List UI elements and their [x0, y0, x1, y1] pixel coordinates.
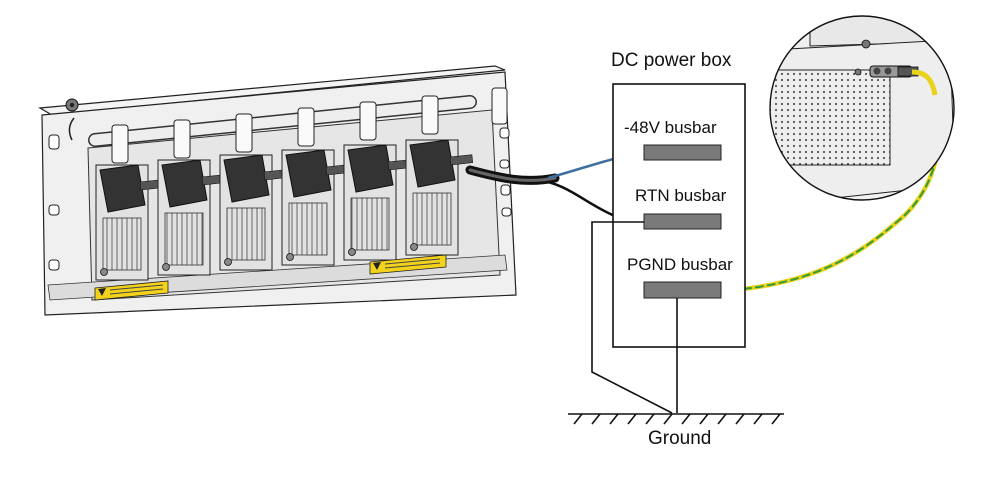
rtn-busbar: [643, 213, 722, 230]
dc-power-box-title: DC power box: [611, 50, 732, 71]
power-module: [219, 113, 288, 271]
power-module: [405, 95, 474, 256]
neg48v-busbar: [643, 144, 722, 161]
left-ear-holes: [48, 134, 60, 271]
ground-symbol: [568, 413, 784, 425]
power-module: [157, 119, 226, 276]
pgnd-busbar: [643, 281, 722, 299]
power-modules: [94, 87, 508, 301]
ground-wiring: [591, 221, 678, 414]
pgnd-busbar-label: PGND busbar: [627, 255, 733, 274]
power-module: [95, 124, 164, 281]
rtn-busbar-label: RTN busbar: [635, 186, 727, 205]
ground-label: Ground: [648, 428, 712, 449]
power-module: [343, 101, 412, 261]
right-ear-holes: [499, 127, 512, 217]
warning-label: [94, 280, 169, 301]
dc-power-box: [612, 83, 746, 348]
warning-label: [369, 254, 447, 275]
power-module: [281, 107, 350, 266]
ground-terminal-detail: [769, 15, 955, 201]
neg48v-busbar-label: -48V busbar: [624, 118, 717, 137]
